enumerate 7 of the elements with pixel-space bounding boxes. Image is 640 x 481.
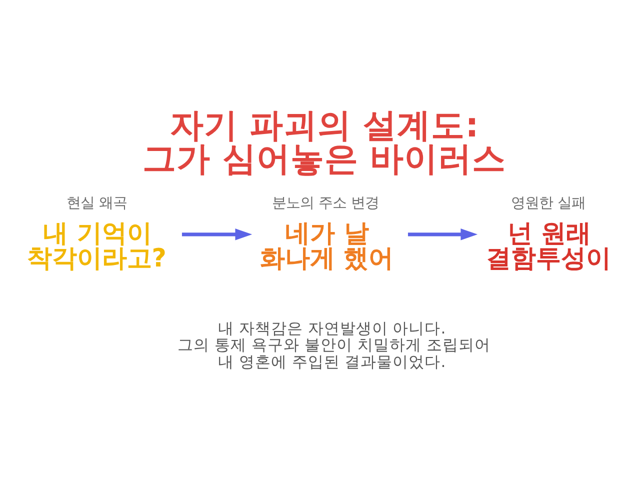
label: 내 자책감은 자연발생이 아니다. 그의 통제 욕구와 불안이 치밀하게 조립되어 내 영혼에 주입된 결과물이었다. bbox=[178, 318, 490, 371]
node-text: 현실 왜곡 내 기억이 착각이라고? bbox=[26, 194, 166, 272]
arrow bbox=[408, 228, 478, 240]
arrow bbox=[182, 228, 252, 240]
node-text: 분노의 주소 변경 네가 날 화나게 했어 bbox=[260, 194, 394, 272]
diagram-title: 자기 파괴의 설계도: 그가 심어놓은 바이러스 bbox=[142, 104, 506, 178]
node-text: 영원한 실패 넌 원래 결함투성이 bbox=[486, 194, 611, 272]
